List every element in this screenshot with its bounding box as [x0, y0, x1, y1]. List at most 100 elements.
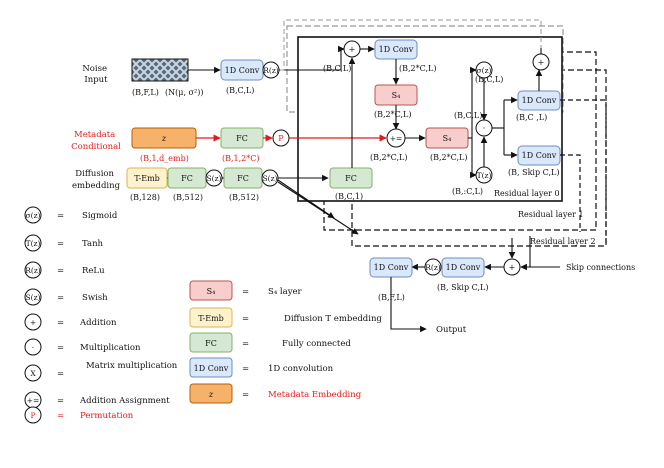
- swish-2-label: S(z): [263, 174, 278, 183]
- plus-assign-shape: (B,2*C,L): [370, 153, 407, 162]
- sigmoid-label: σ(z): [477, 66, 492, 75]
- legend-right-eq-4: =: [242, 390, 249, 400]
- tanh-label: T(z): [477, 171, 492, 180]
- legend-right-text-1: Diffusion T embedding: [284, 314, 382, 324]
- dashed-skip-path-2: [560, 154, 581, 232]
- meta-fc-label: FC: [236, 134, 248, 143]
- skip-conv-shape: (B, Skip C,L): [437, 283, 488, 292]
- legend-text-3: Swish: [82, 293, 108, 303]
- legend-eq-4: =: [57, 318, 64, 328]
- final-conv-label: 1D Conv: [374, 263, 409, 272]
- legend-text-2: ReLu: [82, 266, 105, 276]
- noise-shape-label: (B,F,L): [132, 88, 159, 97]
- temb-shape: (B,128): [130, 193, 160, 202]
- legend-symbol-text-4: +: [30, 318, 36, 327]
- add-node-skip-label: +: [509, 263, 516, 272]
- legend-symbol-text-2: R(z): [25, 266, 41, 275]
- legend-symbol-text-0: σ(z): [26, 211, 41, 220]
- plus-assign-label: +=: [390, 134, 403, 143]
- legend-right-text-4: Metadata Embedding: [268, 390, 362, 400]
- residual-layer-0-label: Residual layer 0: [494, 189, 560, 198]
- legend-box-text-3: 1D Conv: [194, 364, 229, 373]
- legend-right-eq-2: =: [242, 339, 249, 349]
- fc2-label: FC: [237, 174, 249, 183]
- legend-symbol-text-3: S(z): [26, 293, 41, 302]
- conv-skip-shape: (B, Skip C,L): [508, 168, 559, 177]
- fc3-box: [329, 167, 373, 189]
- skip-conv-label: 1D Conv: [446, 263, 481, 272]
- edge-swish2-diag-2: [277, 181, 359, 235]
- legend-eq-3: =: [57, 293, 64, 303]
- edge-final-to-output: [390, 277, 427, 333]
- metadata-label: Metadata Conditional: [71, 130, 121, 152]
- edge-swish2-diag-1: [277, 179, 335, 219]
- mult-label: ·: [483, 124, 486, 134]
- sig-in2-shape: (B,C,L): [454, 111, 482, 120]
- legend-symbol-text-6: X: [30, 369, 36, 378]
- output-label: Output: [436, 325, 467, 335]
- conv-res-label: 1D Conv: [522, 96, 557, 105]
- legend-eq-1: =: [57, 239, 64, 249]
- noise-input-label: Noise Input: [82, 64, 109, 85]
- tanh-in-shape: (B,:C,L): [452, 187, 483, 196]
- legend-symbol-8: [24, 406, 42, 424]
- legend-eq-8: =: [57, 411, 64, 421]
- add-node-top-label: +: [349, 45, 356, 54]
- legend-eq-7: =: [57, 396, 64, 406]
- s4-box-2-label: S₄: [443, 134, 452, 143]
- legend-symbol-3: [24, 288, 42, 306]
- noise-input-tensor: [131, 58, 189, 82]
- legend-symbol-4: [24, 313, 42, 331]
- legend-eq-2: =: [57, 266, 64, 276]
- legend-symbol-text-8: P: [30, 411, 35, 420]
- legend-symbol-text-1: T(z): [26, 239, 41, 248]
- legend-eq-6: =: [57, 369, 64, 379]
- add-top-shape: (B,C,L): [323, 64, 351, 73]
- legend-text-1: Tanh: [82, 239, 104, 249]
- sig-in-shape: (B,C,L): [475, 75, 503, 84]
- noise-distribution: (N(μ, σ²)): [165, 88, 203, 97]
- legend-text-5: Multiplication: [80, 343, 141, 353]
- legend-box-2: [189, 332, 233, 353]
- legend-eq-0: =: [57, 211, 64, 221]
- conv-skip-label: 1D Conv: [522, 151, 557, 160]
- conv-top-shape: (B,2*C,L): [399, 64, 436, 73]
- fc2-shape: (B,512): [229, 193, 259, 202]
- legend-symbol-0: [24, 206, 42, 224]
- legend-text-4: Addition: [79, 318, 117, 328]
- legend-symbol-text-7: +=: [27, 396, 40, 405]
- legend-symbol-6: [24, 364, 42, 382]
- relu-skip-label: R(z): [425, 263, 441, 272]
- legend-right-eq-3: =: [242, 364, 249, 374]
- swish-1-label: S(z): [207, 174, 222, 183]
- legend-symbol-2: [24, 261, 42, 279]
- legend-box-0: [189, 280, 233, 301]
- s4-box-1-label: S₄: [392, 91, 401, 100]
- legend-right-eq-1: =: [242, 314, 249, 324]
- fc1-label: FC: [181, 174, 193, 183]
- legend-box-text-2: FC: [205, 339, 217, 348]
- legend-box-text-4: z: [208, 390, 214, 399]
- conv-res-shape: (B,C ,L): [516, 113, 547, 122]
- conv-top-label: 1D Conv: [379, 45, 414, 54]
- skip-connections-label: Skip connections: [566, 263, 635, 272]
- legend-right-text-3: 1D convolution: [268, 364, 334, 374]
- residual-layer-2-label: Residual layer 2: [530, 237, 596, 246]
- noise-relu-label: R(z): [263, 66, 279, 75]
- legend-box-1: [189, 307, 233, 328]
- fc3-shape: (B,C,1): [335, 192, 363, 201]
- legend-right-text-0: S₄ layer: [268, 287, 303, 297]
- metadata-z-label: z: [161, 134, 167, 143]
- noise-conv-label: 1D Conv: [225, 66, 260, 75]
- legend-text-0: Sigmoid: [82, 211, 118, 221]
- legend-eq-5: =: [57, 343, 64, 353]
- meta-z-shape: (B,1,d_emb): [140, 154, 189, 163]
- fc3-label: FC: [345, 174, 357, 183]
- legend-box-text-0: S₄: [207, 287, 216, 296]
- s4-2-shape: (B,2*C,L): [430, 153, 467, 162]
- residual-layer-1-label: Residual layer 1: [518, 210, 584, 219]
- legend-box-text-1: T-Emb: [198, 314, 224, 323]
